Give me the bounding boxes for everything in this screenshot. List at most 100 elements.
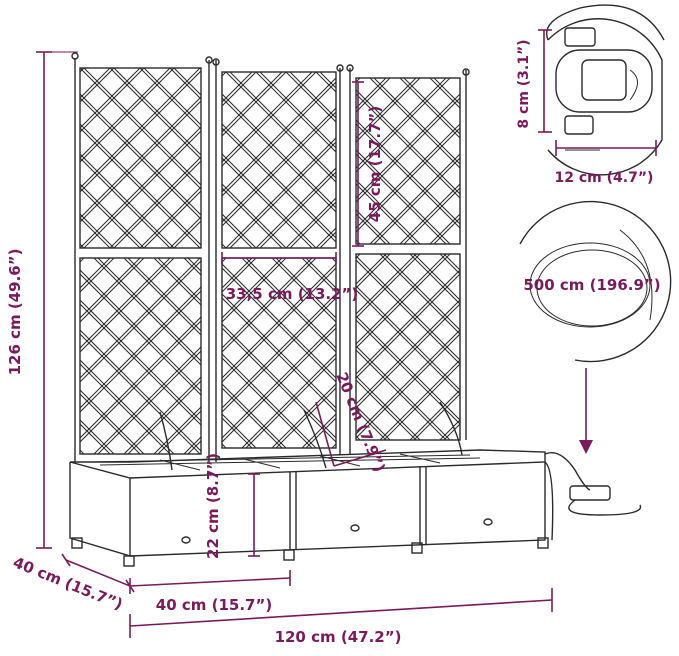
lattice-bar [80, 100, 201, 223]
drip-stakes [159, 401, 463, 471]
lattice-bar [222, 183, 287, 248]
lattice-bar [80, 258, 141, 319]
lattice-bar [356, 78, 357, 79]
label-total-width: 120 cm (47.2”) [275, 628, 402, 646]
lattice-bar [80, 96, 201, 219]
trellis-poles [71, 52, 470, 462]
lattice-bar [222, 213, 257, 248]
lattice-bar [356, 273, 460, 379]
lattice-bar [222, 353, 317, 448]
lattice-bar [285, 72, 336, 123]
lattice-bar [113, 68, 201, 156]
lattice-bar [123, 376, 201, 454]
lattice-bar [245, 357, 336, 448]
lattice-bar [429, 78, 460, 109]
lattice-bar [157, 258, 201, 302]
lattice-bar [369, 153, 460, 244]
lattice-bar [80, 68, 115, 103]
lattice-bar [399, 78, 460, 139]
lattice-bar [356, 254, 357, 255]
lattice-bar [259, 72, 336, 149]
lattice-bar [222, 387, 283, 448]
lattice-bar [80, 217, 111, 248]
label-hose-length: 500 cm (196.9”) [523, 276, 660, 294]
dimension-labels: 126 cm (49.6”) 45 cm (17.7”) 33,5 cm (13… [6, 39, 661, 646]
lattice-bar [222, 267, 336, 383]
lattice-bar [356, 127, 460, 233]
lattice-bar [301, 413, 336, 448]
lattice-bar [80, 258, 115, 293]
lattice-bar [356, 78, 391, 113]
lattice-bar [356, 78, 421, 143]
lattice-bar [356, 254, 451, 349]
lattice-bar [356, 179, 421, 244]
lattice-bar [222, 258, 283, 319]
lattice-bar [97, 350, 201, 454]
lattice-bar [550, 78, 679, 244]
lattice-bar [356, 93, 460, 199]
lattice-bar [80, 68, 111, 99]
lattice-bar [80, 258, 171, 349]
planter-box [69, 449, 554, 567]
lattice-panel [356, 78, 679, 244]
dimension-lines [36, 29, 657, 638]
lattice-bar [222, 258, 313, 349]
lattice-bar [356, 239, 361, 244]
lattice-bar [80, 316, 201, 439]
lattice-bar [584, 78, 679, 244]
lattice-bar [80, 363, 171, 454]
lattice-bar [83, 130, 201, 248]
lattice-bar [459, 78, 460, 79]
lattice-bar [80, 126, 201, 248]
lattice-bar [285, 197, 336, 248]
lattice-bar [324, 68, 504, 248]
lattice-bar [406, 72, 582, 248]
lattice-bar [222, 247, 223, 248]
lattice-bar [356, 375, 421, 440]
lattice-bar [143, 68, 201, 126]
lattice-bar [80, 68, 145, 133]
lattice-bar [222, 217, 253, 248]
lattice-bar [80, 243, 85, 248]
lattice-bar [271, 258, 336, 323]
lattice-bar [356, 78, 447, 169]
lattice-bar [356, 183, 417, 244]
lattice-bar [459, 243, 460, 244]
lattice-bar [410, 72, 586, 248]
lattice-bar [80, 260, 201, 383]
lattice-bar [320, 68, 500, 248]
lattice-bar [109, 156, 201, 248]
lattice-bar [319, 72, 336, 89]
lattice-bar [80, 68, 141, 129]
lattice-bar [80, 68, 85, 73]
lattice-bar [524, 78, 679, 244]
lattice-bar [356, 439, 357, 440]
lattice-bar [403, 187, 460, 244]
lattice-bar [80, 183, 145, 248]
lattice-bar [399, 183, 460, 244]
lattice-bar [222, 297, 336, 413]
lattice-bar [222, 72, 317, 167]
lattice-bar [275, 258, 336, 319]
lattice-bar [289, 72, 336, 119]
lattice-bar [373, 157, 460, 244]
lattice-bar [222, 107, 336, 223]
lattice-bar [320, 68, 500, 248]
lattice-bar [222, 72, 253, 103]
lattice-bar [554, 78, 679, 244]
lattice-bar [356, 329, 460, 435]
lattice-bar [356, 243, 357, 244]
lattice-bar [222, 81, 336, 197]
lattice-panel [80, 68, 504, 248]
lattice-bar [356, 303, 460, 409]
hose-coil-detail [519, 200, 672, 363]
lattice-bar [222, 258, 227, 263]
lattice-bar [225, 137, 336, 248]
lattice-bar [610, 78, 679, 244]
label-timer-width: 12 cm (4.7”) [555, 170, 654, 186]
lattice-bar [584, 78, 679, 244]
lattice-bar [222, 327, 336, 443]
lattice-bar [222, 258, 317, 353]
lattice-bar [490, 78, 656, 244]
lattice-bar [466, 72, 642, 248]
